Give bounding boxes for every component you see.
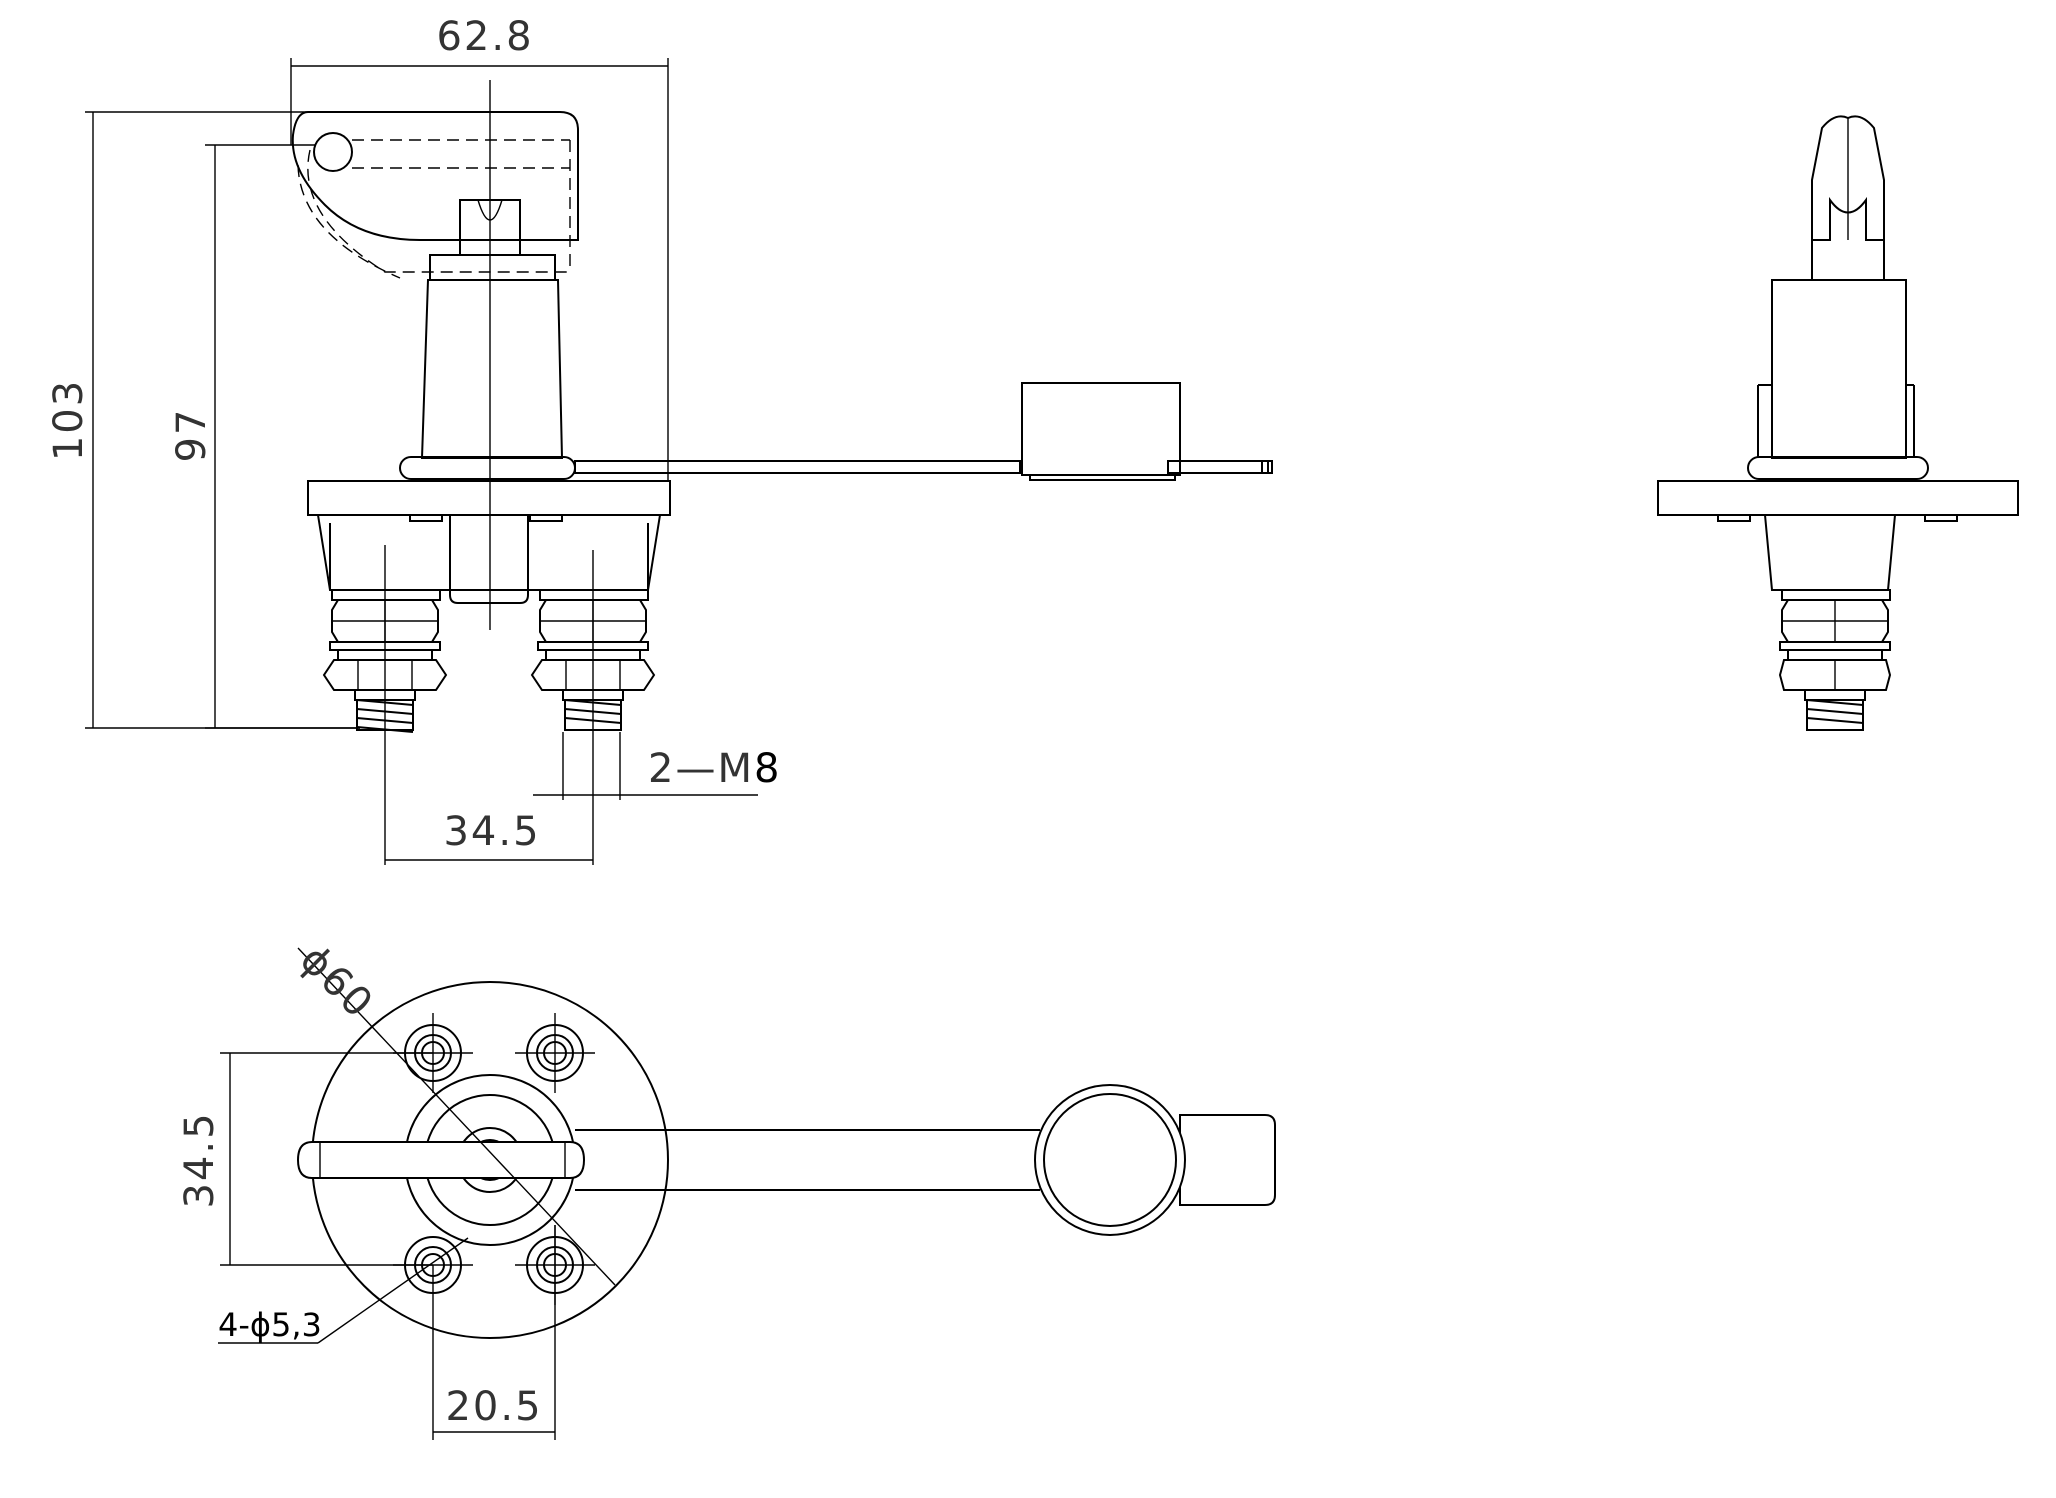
terminal-nut-lower	[322, 659, 448, 691]
dimension-width-top: 62.8	[436, 14, 533, 60]
side-body	[1771, 279, 1907, 459]
svg-text:2—M8: 2—M8	[648, 746, 781, 792]
key-handle-top	[296, 1141, 586, 1179]
thread-spec-prefix: 2—M	[648, 746, 754, 792]
dimension-hole-spacing-vertical: 34.5	[177, 1111, 223, 1208]
lever-grip	[1021, 382, 1181, 476]
side-view	[1657, 115, 2019, 731]
dimension-flange-diameter: ϕ60	[291, 937, 382, 1028]
svg-text:4-ϕ5,3: 4-ϕ5,3	[218, 1306, 322, 1344]
dimension-terminal-spacing: 34.5	[443, 809, 540, 855]
top-view	[296, 981, 1276, 1339]
front-dimensions: 62.8 103 97 34.5 2—M8	[46, 14, 781, 861]
thread-spec-size: 8	[754, 746, 781, 792]
front-view	[291, 80, 1273, 865]
key-handle	[291, 111, 579, 241]
lower-housing	[316, 514, 662, 591]
key-hole	[313, 132, 353, 172]
dimension-hole-spacing-horizontal: 20.5	[445, 1384, 542, 1430]
lever-tab	[1167, 460, 1269, 474]
mounting-flange	[307, 480, 671, 516]
lever-tab-top	[1179, 1114, 1276, 1206]
side-flange	[1657, 480, 2019, 516]
hole-count-label: 4-	[218, 1306, 250, 1344]
hole-diameter-label: 5,3	[271, 1306, 322, 1344]
dimension-height-total: 103	[46, 379, 92, 461]
switch-body	[420, 279, 564, 459]
lever-grip-top	[1034, 1084, 1186, 1236]
lever-arm	[574, 460, 1021, 474]
base-ring	[399, 456, 576, 480]
hole-diameter-symbol: ϕ	[250, 1306, 271, 1344]
key-collar	[429, 254, 556, 281]
dimension-height-body: 97	[169, 408, 215, 463]
